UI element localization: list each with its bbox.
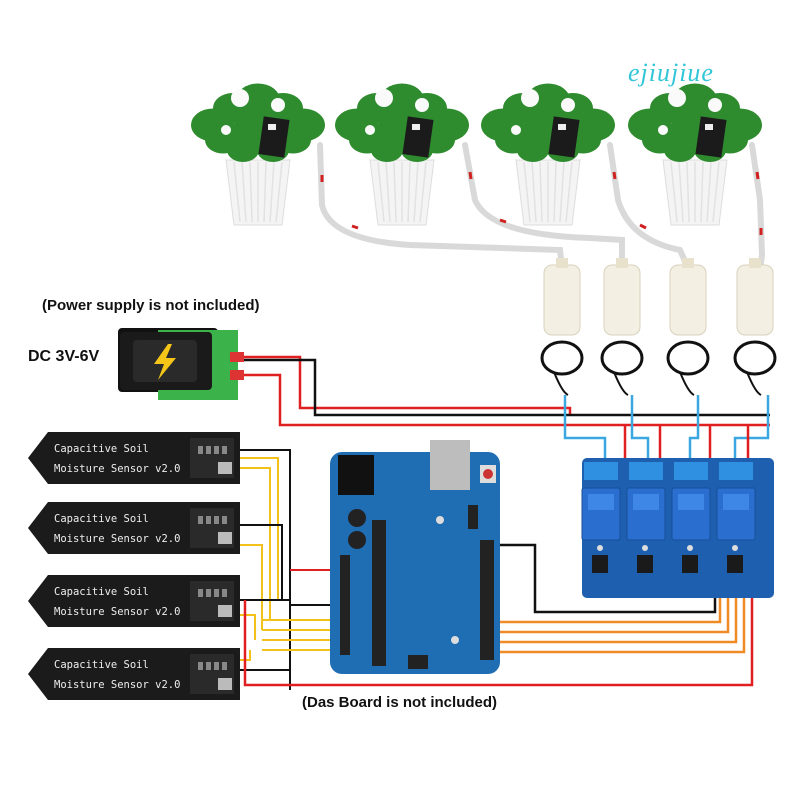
- sensor-label-line1: Capacitive Soil: [54, 586, 149, 598]
- power-supply: [118, 328, 244, 400]
- tube-2: [462, 142, 625, 275]
- sensor-label-line2: Moisture Sensor v2.0: [54, 463, 180, 475]
- sensor-label-line1: Capacitive Soil: [54, 443, 149, 455]
- sensor-label-line2: Moisture Sensor v2.0: [54, 533, 180, 545]
- power-supply-caption: (Power supply is not included): [42, 297, 260, 314]
- potted-plant-icon: [191, 83, 325, 226]
- signal-wires: [243, 543, 754, 687]
- sensor-label-line2: Moisture Sensor v2.0: [54, 606, 180, 618]
- water-pump-icon: [600, 258, 644, 396]
- water-pump-icon: [733, 258, 777, 396]
- sensor-label-line1: Capacitive Soil: [54, 659, 149, 671]
- controller-board: [330, 440, 500, 674]
- lightning-bolt-icon: [154, 344, 176, 380]
- relay-channel: [581, 462, 621, 573]
- plants-row: [191, 83, 762, 226]
- pumps-row: [540, 258, 777, 396]
- pump-wires: [563, 395, 770, 460]
- potted-plant-icon: [481, 83, 615, 226]
- tube-markers: [320, 171, 763, 235]
- relay-channel: [716, 462, 756, 573]
- sensor-label-line2: Moisture Sensor v2.0: [54, 679, 180, 691]
- sensor-label-line1: Capacitive Soil: [54, 513, 149, 525]
- water-pump-icon: [540, 258, 584, 396]
- water-pump-icon: [666, 258, 710, 396]
- tube-4: [749, 142, 766, 273]
- dc-voltage-label: DC 3V-6V: [28, 348, 100, 365]
- tube-1: [317, 142, 565, 271]
- power-wires: [244, 355, 770, 427]
- relay-channel: [626, 462, 666, 573]
- tube-3: [607, 142, 691, 271]
- watermark: ejiujiue: [628, 58, 714, 87]
- board-caption: (Das Board is not included): [302, 694, 498, 711]
- relay-module: [581, 458, 774, 598]
- sensor-wires: [240, 449, 336, 690]
- potted-plant-icon: [335, 83, 469, 226]
- relay-channel: [671, 462, 711, 573]
- potted-plant-icon: [628, 83, 762, 226]
